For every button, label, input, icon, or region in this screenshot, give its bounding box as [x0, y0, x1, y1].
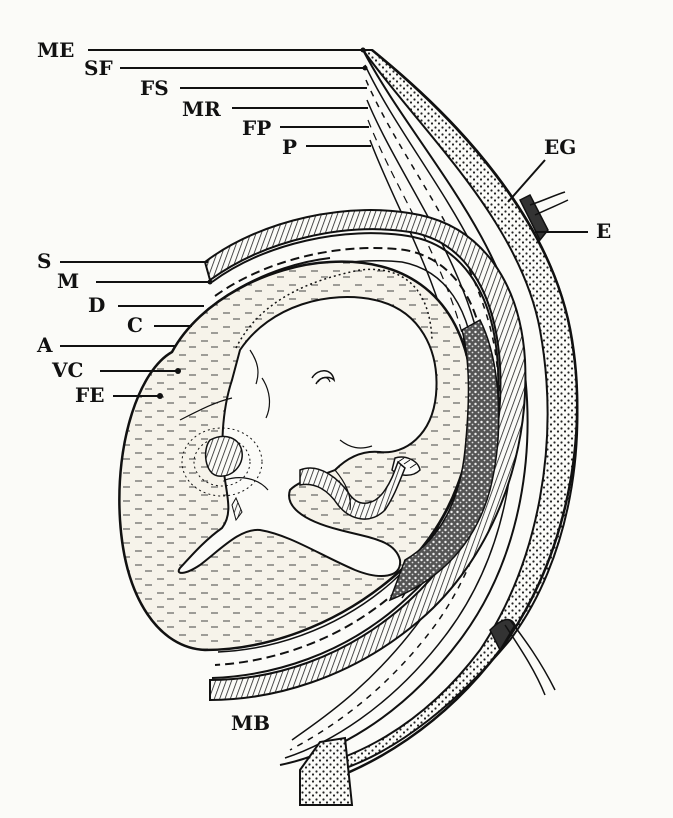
- label-p: P: [282, 135, 297, 159]
- label-me: ME: [37, 38, 74, 62]
- label-s: S: [37, 249, 51, 273]
- label-a: A: [36, 333, 53, 357]
- label-vc: VC: [51, 358, 83, 382]
- label-mb: MB: [231, 711, 270, 735]
- label-d: D: [88, 293, 105, 317]
- label-m: M: [57, 269, 79, 293]
- pelvic-bone: [300, 738, 352, 805]
- label-mr: MR: [182, 97, 221, 121]
- label-e: E: [596, 219, 611, 243]
- label-eg: EG: [544, 135, 576, 159]
- label-fp: FP: [242, 116, 271, 140]
- label-c: C: [127, 313, 143, 337]
- label-fs: FS: [140, 76, 169, 100]
- label-sf: SF: [84, 56, 113, 80]
- label-fe: FE: [75, 383, 104, 407]
